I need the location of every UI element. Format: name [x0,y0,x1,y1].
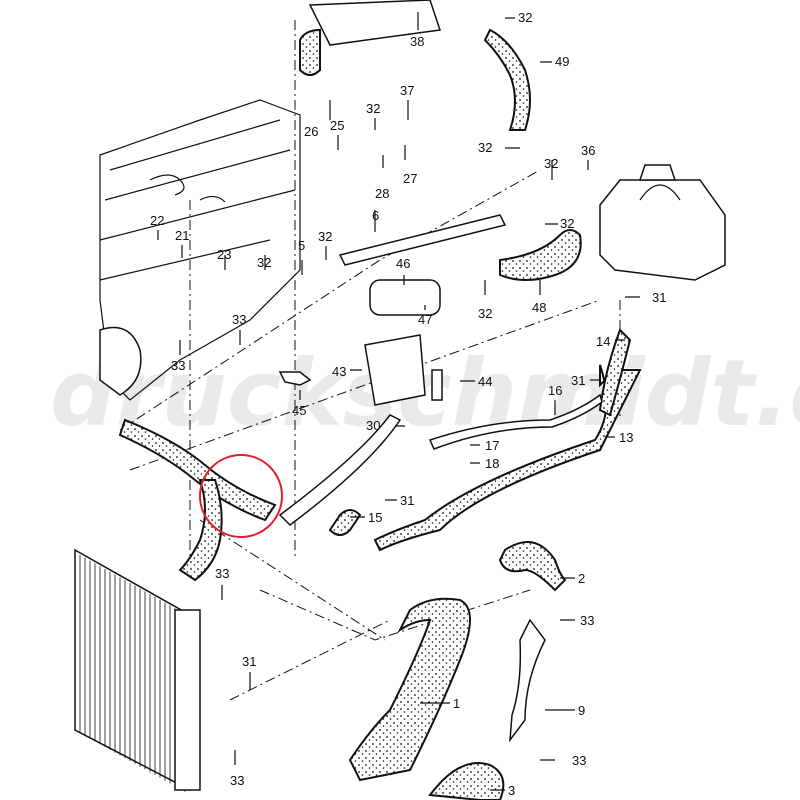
callout-46: 46 [396,256,410,271]
callout-26: 26 [304,124,318,139]
callout-31: 31 [242,654,256,669]
callout-3: 3 [508,783,515,798]
engine-block [99,99,301,401]
callout-33: 33 [230,773,244,788]
callout-25: 25 [330,118,344,133]
callout-9: 9 [578,703,585,718]
pipes [278,214,603,743]
callout-32: 32 [366,101,380,116]
hose-49 [483,28,531,131]
hose-15 [328,509,362,536]
callout-37: 37 [400,83,414,98]
hose-2 [498,541,567,592]
callout-32: 32 [318,229,332,244]
callout-33: 33 [215,566,229,581]
callout-labels: 32 38 49 37 32 25 26 28 27 32 36 32 32 2… [150,10,666,798]
callout-15: 15 [368,510,382,525]
leader-lines [157,12,640,791]
hose-48 [499,229,582,281]
callout-13: 13 [619,430,633,445]
callout-47: 47 [418,312,432,327]
callout-2: 2 [578,571,585,586]
callout-27: 27 [403,171,417,186]
callout-44: 44 [478,374,492,389]
callout-17: 17 [485,438,499,453]
callout-16: 16 [548,383,562,398]
auxiliary-pump [278,279,443,406]
callout-32: 32 [478,306,492,321]
callout-32: 32 [544,156,558,171]
callout-49: 49 [555,54,569,69]
callout-36: 36 [581,143,595,158]
callout-6: 6 [372,208,379,223]
callout-48: 48 [532,300,546,315]
callout-38: 38 [410,34,424,49]
hose-1 [348,597,471,782]
pipe-9 [509,618,546,743]
callout-31: 31 [652,290,666,305]
callout-33: 33 [572,753,586,768]
intake-manifold [299,0,441,76]
callout-32: 32 [518,10,532,25]
callout-23: 23 [217,247,231,262]
callout-43: 43 [332,364,346,379]
expansion-tank [599,164,726,281]
callout-28: 28 [375,186,389,201]
callout-33: 33 [171,358,185,373]
callout-14: 14 [596,334,610,349]
guide-lines [119,20,621,701]
radiator [74,548,201,792]
highlight-circle [199,454,283,538]
callout-31: 31 [571,373,585,388]
hose-radiator-inlet [178,479,223,582]
callout-31: 31 [400,493,414,508]
callout-45: 45 [292,403,306,418]
callout-33: 33 [232,312,246,327]
hose-14 [598,328,632,417]
pipe-6 [338,214,507,266]
callout-18: 18 [485,456,499,471]
callout-30: 30 [366,418,380,433]
hose-upper-radiator [118,418,277,522]
pipe-30 [278,414,402,526]
callout-21: 21 [175,228,189,243]
hose-3 [428,762,505,800]
callout-32: 32 [478,140,492,155]
hoses [118,28,642,800]
pipe-16 [428,393,603,450]
callout-32: 32 [560,216,574,231]
callout-33: 33 [580,613,594,628]
callout-22: 22 [150,213,164,228]
callout-5: 5 [298,238,305,253]
callout-1: 1 [453,696,460,711]
callout-32: 32 [257,255,271,270]
